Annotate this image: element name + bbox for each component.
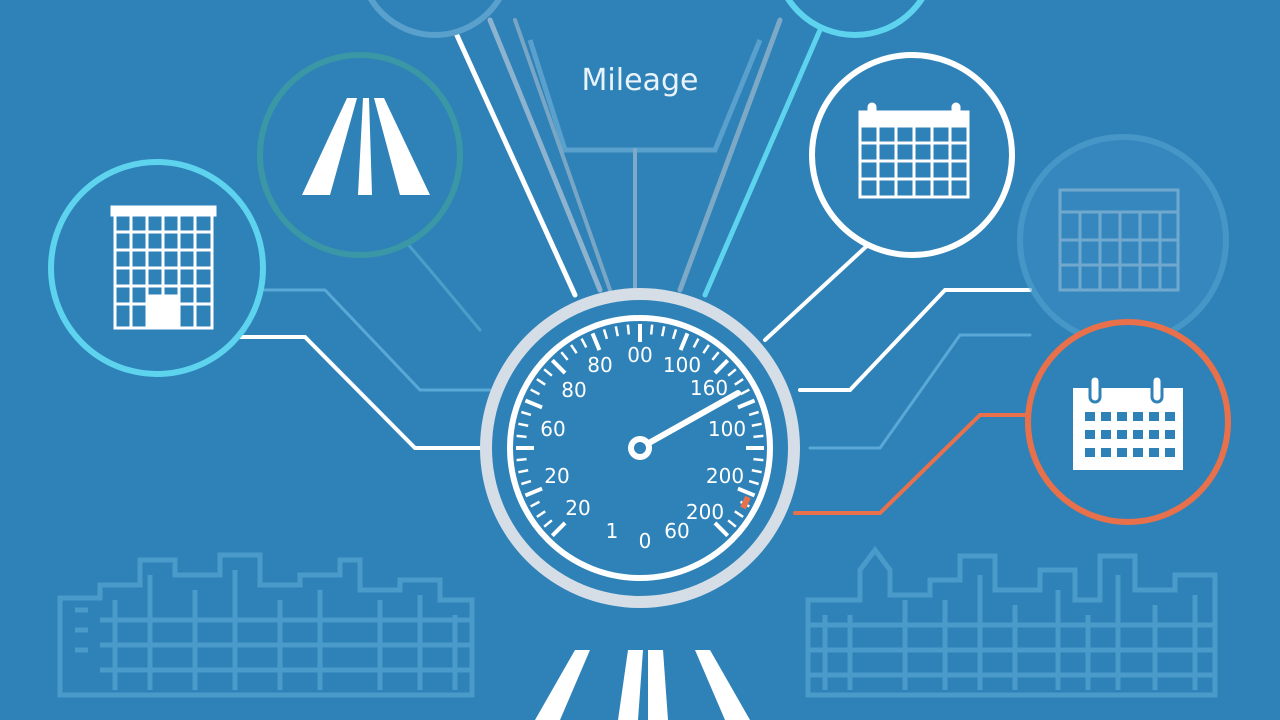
- calendar-icon-faded: [1058, 188, 1180, 292]
- gauge-label: 80: [561, 378, 586, 402]
- gauge-tick: [614, 326, 619, 337]
- gauge-label: 0: [639, 529, 652, 553]
- gauge-tick: [734, 510, 744, 518]
- gauge-tick: [649, 324, 654, 335]
- gauge-tick: [524, 398, 543, 410]
- gauge-label: 20: [565, 496, 590, 520]
- gauge-tick: [661, 326, 666, 337]
- gauge-label: 60: [664, 519, 689, 543]
- gauge-tick: [713, 358, 730, 375]
- gauge-tick: [516, 457, 527, 462]
- gauge-tick: [737, 486, 756, 498]
- title-bracket: [527, 39, 763, 153]
- gauge-label: 100: [708, 417, 746, 441]
- gauge-tick: [530, 500, 541, 508]
- gauge-label: 00: [627, 343, 652, 367]
- gauge-tick: [713, 521, 730, 538]
- gauge-label: 200: [706, 464, 744, 488]
- road-icon: [302, 98, 430, 195]
- gauge-tick: [520, 479, 532, 486]
- speedometer: 80 00 100 80 160 60 100 20 200 20 200 1 …: [480, 288, 800, 608]
- gauge-label: 160: [690, 376, 728, 400]
- gauge-tick: [626, 324, 631, 335]
- gauge-tick: [751, 422, 762, 427]
- gauge-tick: [753, 457, 764, 462]
- gauge-needle: [637, 390, 741, 451]
- calendar-icon: [858, 102, 970, 199]
- gauge-tick: [536, 510, 546, 518]
- gauge-tick: [516, 434, 527, 439]
- gauge-label: 1: [606, 519, 619, 543]
- gauge-tick: [748, 479, 760, 486]
- skyline-right: [805, 545, 1218, 698]
- gauge-ring: [507, 315, 773, 581]
- gauge-tick: [524, 486, 543, 498]
- gauge-tick: [570, 344, 578, 354]
- gauge-tick: [734, 378, 744, 386]
- gauge-tick: [590, 332, 602, 351]
- gauge-tick: [751, 469, 762, 474]
- gauge-tick: [518, 469, 529, 474]
- gauge-hub-center: [634, 442, 646, 454]
- gauge-tick: [727, 519, 737, 528]
- gauge-tick: [602, 328, 609, 340]
- gauge-tick: [580, 338, 588, 349]
- gauge-tick: [543, 368, 553, 377]
- gauge-tick: [550, 521, 567, 538]
- road-stripes: [535, 650, 750, 720]
- gauge-tick: [560, 351, 569, 361]
- gauge-tick: [692, 338, 700, 349]
- gauge-tick: [737, 398, 756, 410]
- top-right-circle: [785, 0, 925, 38]
- gauge-redline-mark: [740, 495, 751, 510]
- gauge-tick: [530, 388, 541, 396]
- gauge-tick: [550, 358, 567, 375]
- road-node: [257, 52, 463, 258]
- calendar-node-orange: [1025, 319, 1231, 525]
- gauge-tick: [543, 519, 553, 528]
- top-left-circle: [368, 0, 502, 38]
- building-node: [48, 159, 266, 377]
- gauge-ticks: [516, 324, 764, 538]
- gauge-label: 100: [663, 353, 701, 377]
- gauge-tick: [678, 332, 690, 351]
- connector-lines: [228, 17, 1032, 515]
- gauge-tick: [671, 328, 678, 340]
- gauge-tick: [520, 410, 532, 417]
- gauge-label: 60: [540, 417, 565, 441]
- calendar-icon-orange: [1073, 374, 1183, 470]
- gauge-tick: [753, 434, 764, 439]
- gauge-tick: [711, 351, 720, 361]
- building-icon: [110, 205, 217, 330]
- calendar-node-white: [809, 52, 1015, 258]
- gauge-tick: [748, 410, 760, 417]
- gauge-tick: [727, 368, 737, 377]
- page-title: Mileage: [582, 63, 699, 98]
- skyline-left: [57, 552, 475, 698]
- gauge-label: 20: [544, 464, 569, 488]
- gauge-tick: [739, 388, 750, 396]
- gauge-tick: [518, 422, 529, 427]
- gauge-label: 200: [686, 500, 724, 524]
- gauge-label: 80: [587, 353, 612, 377]
- gauge-tick: [702, 344, 710, 354]
- calendar-node-faded: [1017, 134, 1229, 346]
- gauge-tick: [536, 378, 546, 386]
